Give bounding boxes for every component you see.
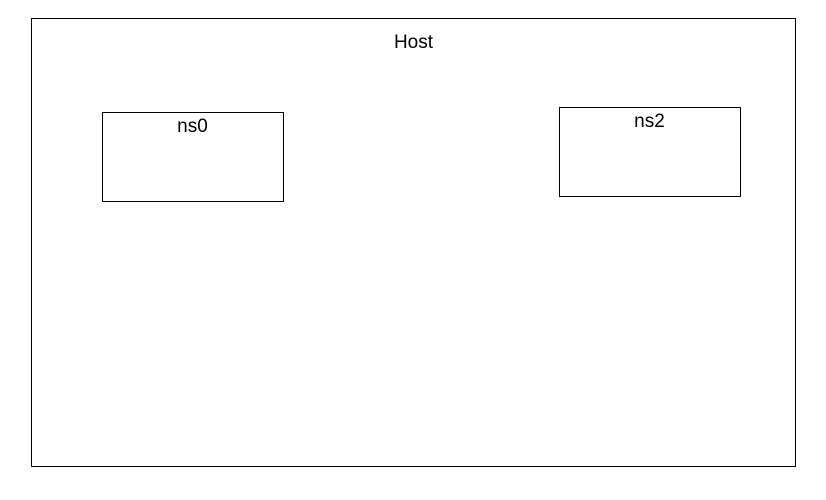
host-label: Host (393, 32, 434, 53)
host-container: Host ns0 ns2 (31, 18, 796, 467)
node-ns2-label: ns2 (634, 110, 665, 132)
node-ns2: ns2 (558, 106, 741, 197)
node-ns0: ns0 (101, 111, 284, 202)
node-ns0-label: ns0 (177, 115, 208, 137)
